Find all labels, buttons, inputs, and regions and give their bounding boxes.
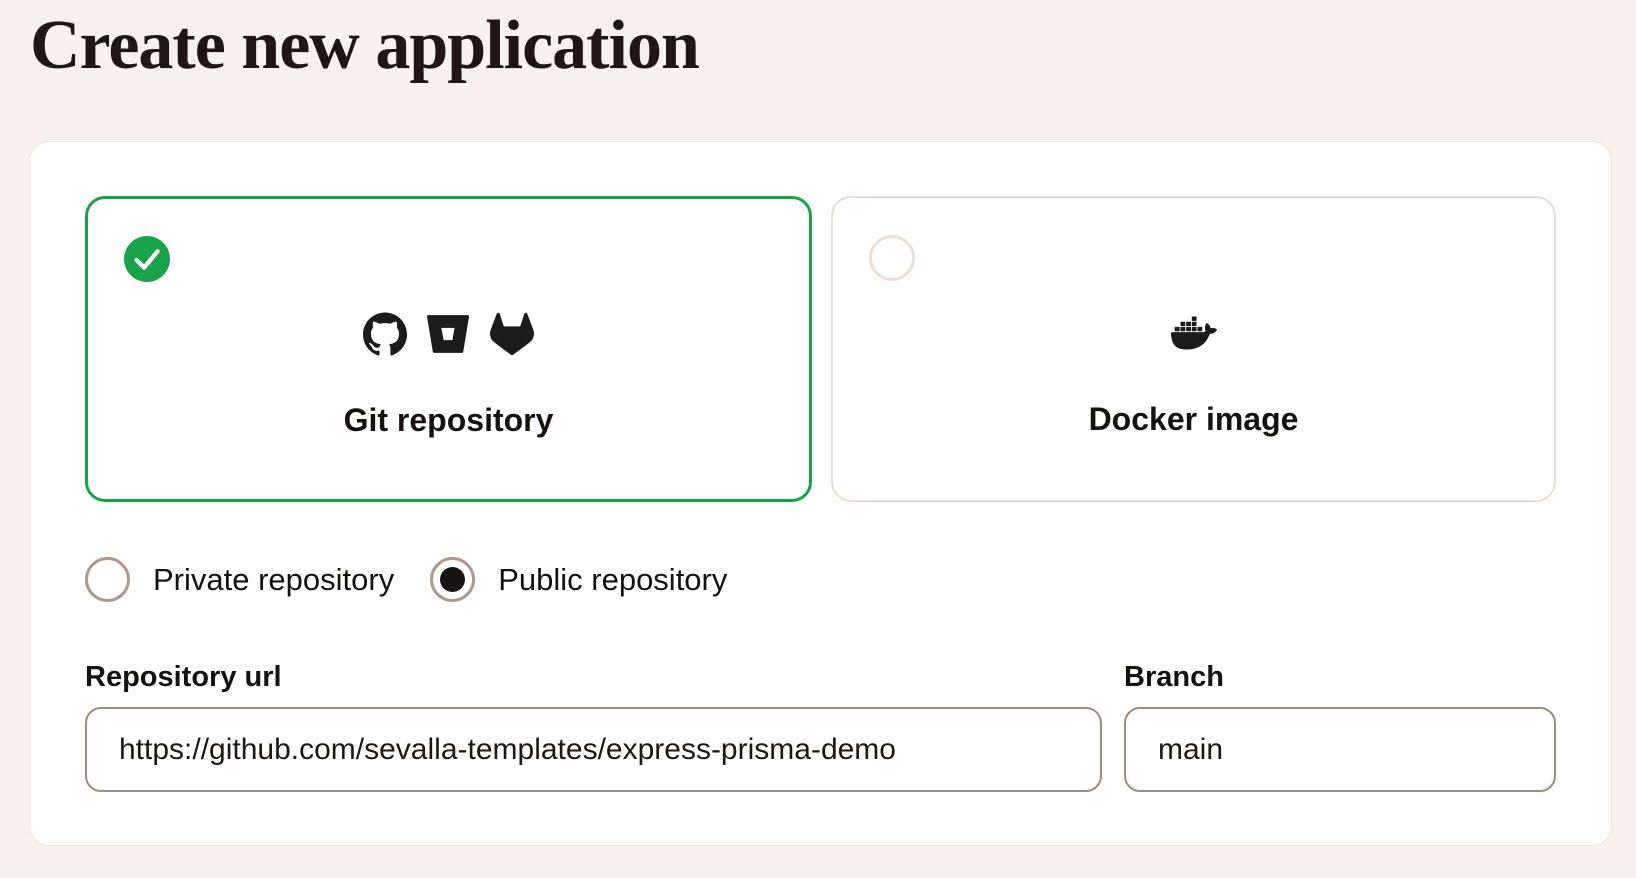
check-icon	[124, 236, 170, 282]
git-provider-icons	[362, 311, 535, 357]
branch-input[interactable]	[1124, 707, 1556, 792]
repository-url-input[interactable]	[85, 707, 1102, 792]
option-git-repository[interactable]: Git repository	[85, 196, 812, 502]
bitbucket-icon	[426, 313, 469, 355]
option-git-repository-label: Git repository	[343, 402, 554, 438]
option-docker-image-label: Docker image	[1088, 401, 1299, 437]
repository-url-field: Repository url	[85, 660, 1102, 792]
option-docker-image[interactable]: Docker image	[831, 196, 1556, 502]
branch-field: Branch	[1124, 660, 1556, 792]
radio-unchecked-icon	[85, 557, 130, 602]
application-source-card: Git repository Docker image Private repo…	[29, 141, 1612, 846]
page-title: Create new application	[30, 7, 700, 84]
github-icon	[362, 312, 407, 356]
unselected-radio-icon	[869, 235, 915, 281]
radio-private-repository[interactable]: Private repository	[85, 557, 394, 602]
docker-provider-icons	[1166, 310, 1222, 356]
radio-public-repository[interactable]: Public repository	[430, 557, 727, 602]
repository-fields: Repository url Branch	[85, 660, 1556, 792]
radio-private-repository-label: Private repository	[153, 561, 395, 597]
radio-checked-icon	[430, 557, 476, 602]
gitlab-icon	[489, 312, 535, 356]
repository-visibility-options: Private repository Public repository	[85, 557, 1556, 602]
docker-icon	[1166, 310, 1222, 356]
repository-url-label: Repository url	[85, 661, 282, 693]
deployment-source-options: Git repository Docker image	[85, 196, 1556, 502]
branch-label: Branch	[1124, 661, 1224, 693]
radio-public-repository-label: Public repository	[498, 561, 728, 597]
